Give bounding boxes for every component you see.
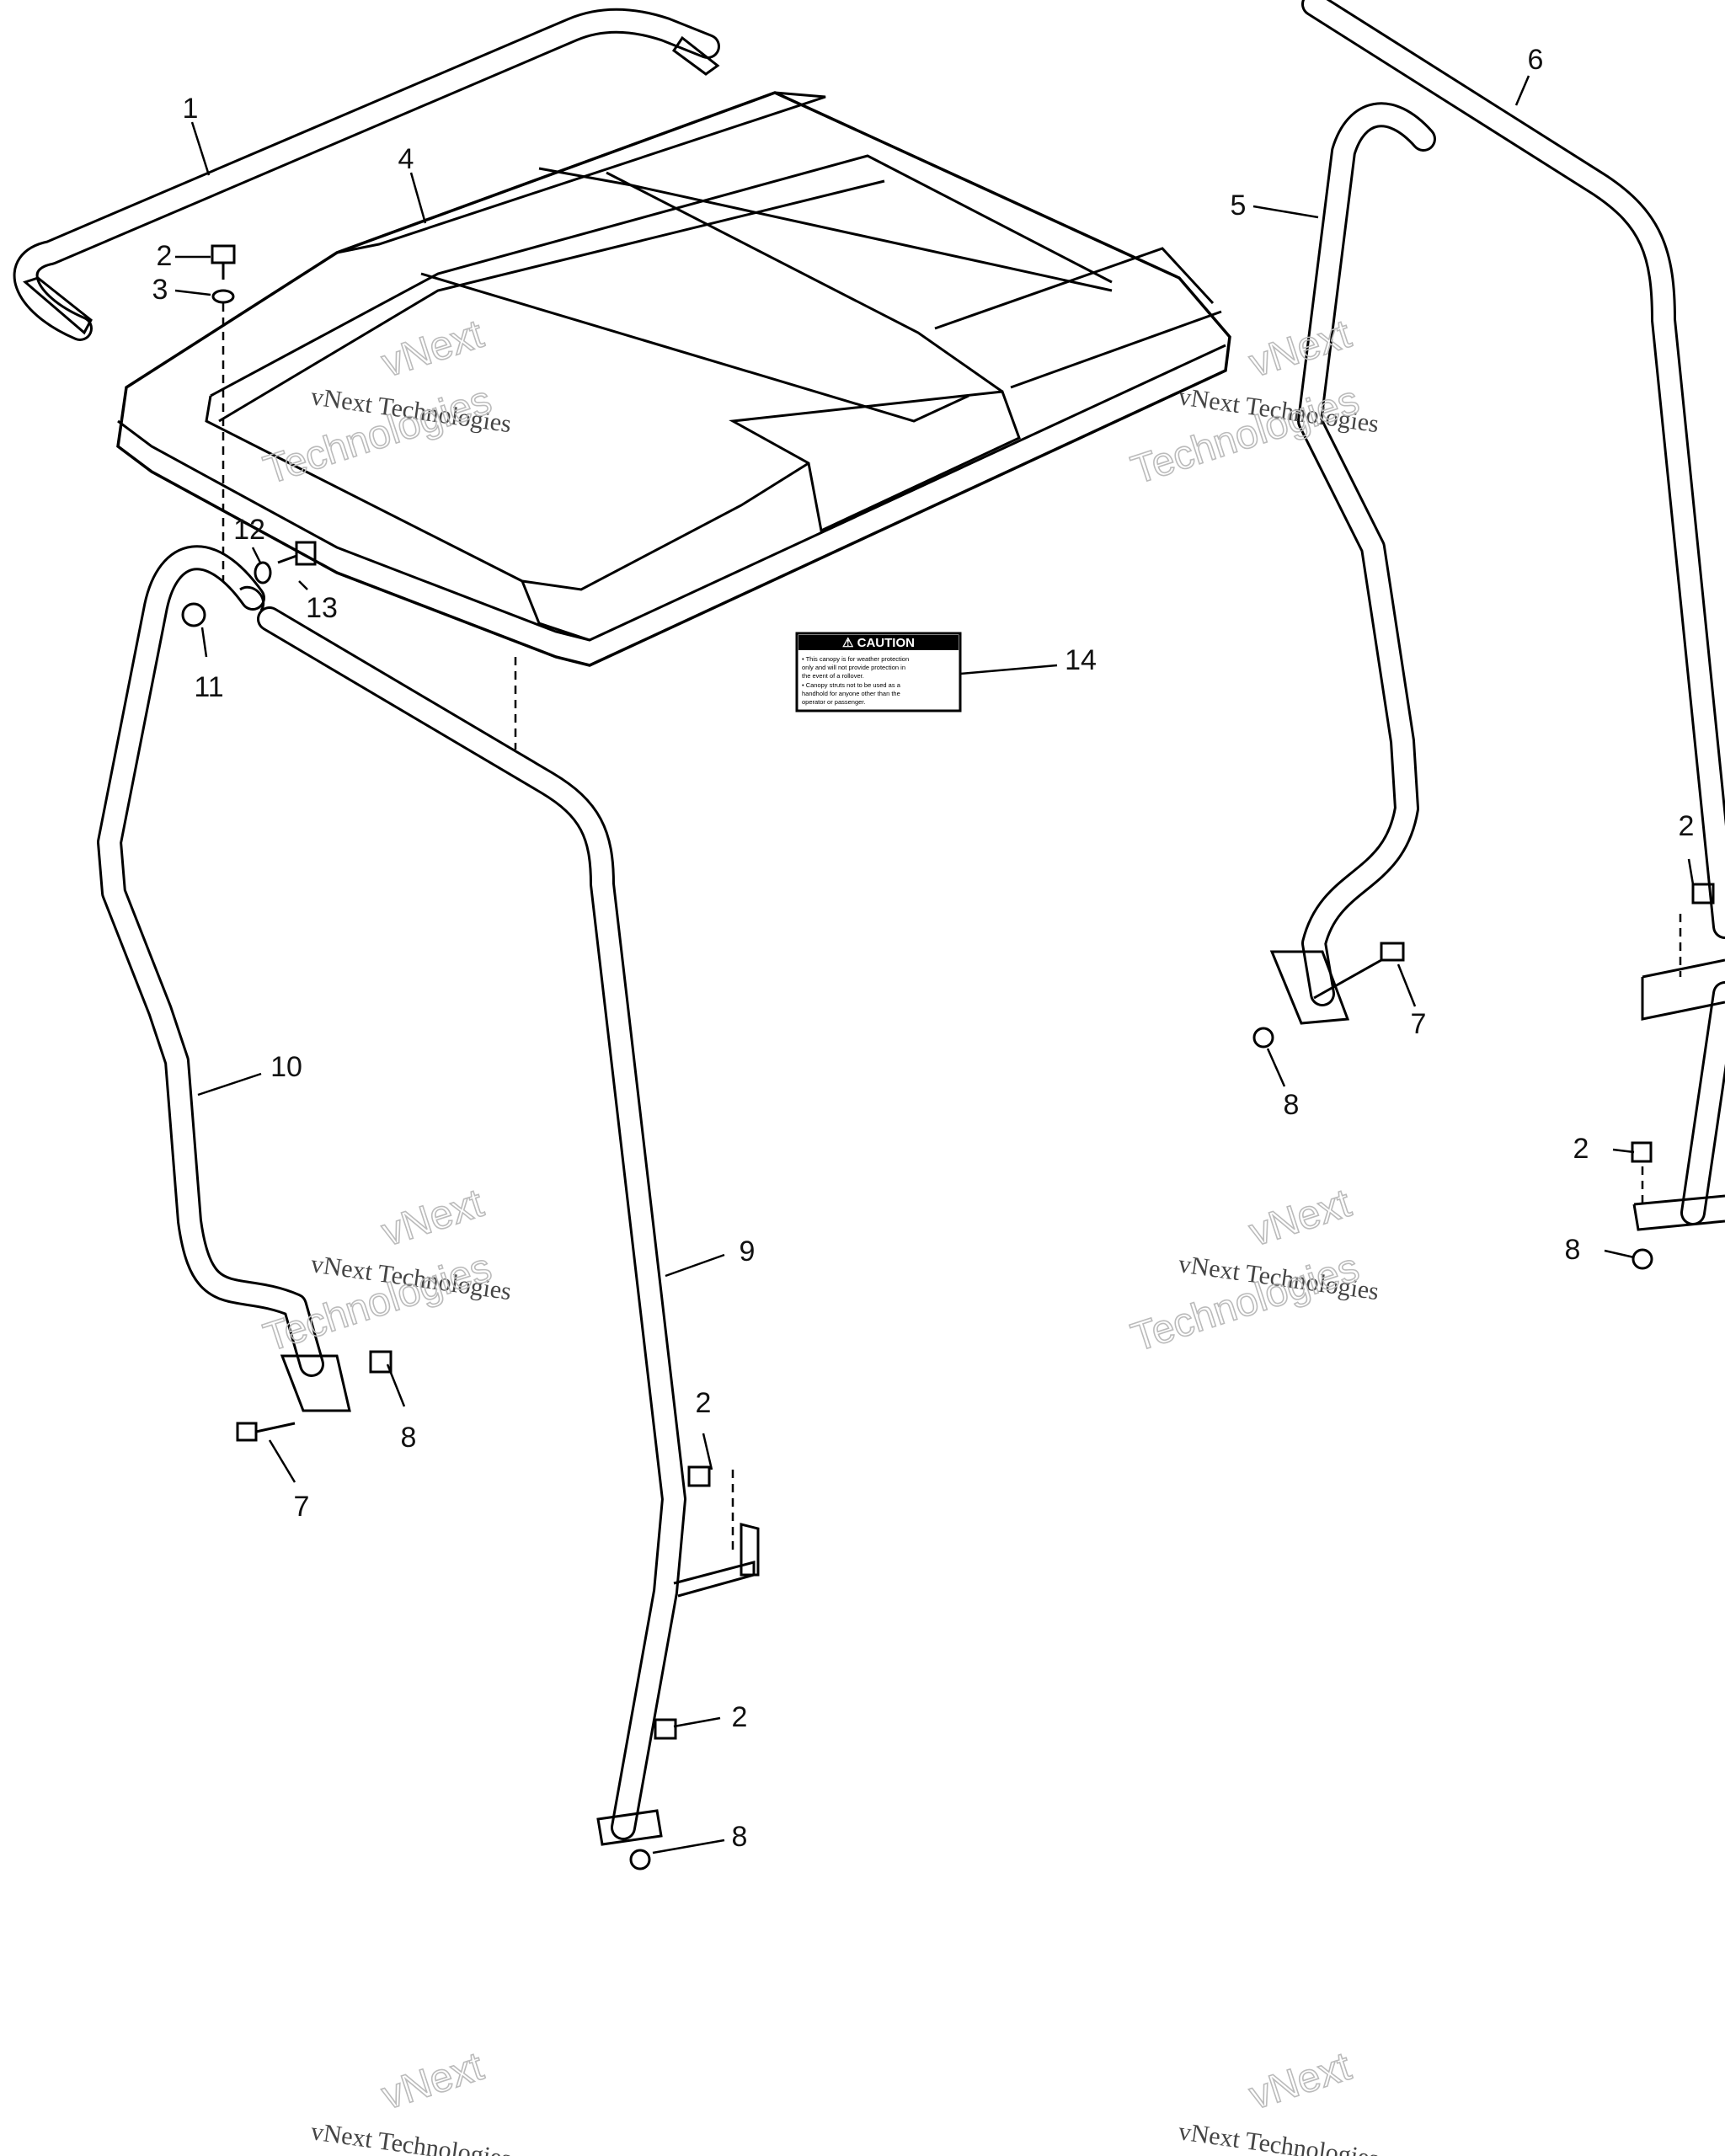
- svg-text:vNext: vNext: [377, 2044, 489, 2118]
- watermark-bottom-right: vNext vNext Technologies: [1177, 2043, 1381, 2156]
- callout-3: 3: [152, 274, 168, 306]
- callout-8-lower: 8: [732, 1821, 748, 1853]
- bolt-head-2: [211, 244, 236, 264]
- part-4-canopy-roof: [116, 91, 1231, 667]
- caution-line-3: the event of a rollover.: [802, 672, 864, 680]
- callout-2-far-right: 2: [1573, 1133, 1589, 1165]
- watermark-mid-right: vNext vNext Technologies Technologies: [1125, 1180, 1381, 1361]
- watermark-top-left: vNext vNext Technologies Technologies: [258, 311, 513, 494]
- nut-11: [181, 602, 206, 627]
- caution-line-1: • This canopy is for weather protection: [802, 655, 909, 663]
- svg-text:vNext: vNext: [1244, 312, 1356, 386]
- nut-8b: [369, 1350, 393, 1374]
- part-9-right-strut: [257, 606, 760, 1846]
- callout-7-right: 7: [1411, 1008, 1427, 1040]
- svg-text:vNext: vNext: [1244, 1181, 1356, 1255]
- bolt-head-2e: [1691, 883, 1715, 905]
- callout-2-mid: 2: [696, 1387, 712, 1419]
- nut-8d: [1632, 1248, 1653, 1270]
- callout-4: 4: [398, 143, 414, 175]
- svg-text:vNext: vNext: [377, 1181, 489, 1255]
- caution-heading: ⚠ CAUTION: [842, 636, 915, 650]
- assembly-lines: [222, 303, 1682, 1550]
- caution-line-5: handhold for anyone other than the: [802, 690, 900, 697]
- washer-12: [254, 561, 272, 584]
- bolt-head-13: [295, 541, 317, 566]
- callout-labels: 1 2 3 4 5 6 12 13 11 14 2 7 8 10 9 2 8 7…: [152, 44, 1695, 1853]
- callout-2-right: 2: [1679, 810, 1695, 842]
- socket-fitting: [239, 585, 265, 611]
- callout-11: 11: [194, 671, 223, 703]
- part-10-left-strut: [97, 545, 351, 1412]
- callout-8-right: 8: [1284, 1089, 1300, 1121]
- nut-8a: [1252, 1027, 1274, 1049]
- callout-9: 9: [740, 1235, 756, 1267]
- callout-14: 14: [1065, 644, 1097, 676]
- callout-5: 5: [1231, 189, 1247, 221]
- callout-8-left: 8: [401, 1422, 417, 1454]
- nut-8c: [629, 1849, 651, 1870]
- caution-line-2: only and will not provide protection in: [802, 664, 905, 671]
- callout-2: 2: [157, 240, 173, 272]
- bolt-head-7b: [236, 1422, 258, 1442]
- svg-text:vNext Technologies: vNext Technologies: [309, 2117, 513, 2156]
- callout-6: 6: [1528, 44, 1544, 76]
- watermark-bottom-left: vNext vNext Technologies: [309, 2043, 513, 2156]
- bolt-head-2c: [687, 1465, 711, 1487]
- callout-12: 12: [233, 514, 265, 546]
- part-5-rear-left-strut: [1269, 102, 1436, 1025]
- svg-text:vNext Technologies: vNext Technologies: [1177, 2117, 1381, 2156]
- washer-3: [211, 289, 235, 304]
- part-14-caution-decal: ⚠ CAUTION • This canopy is for weather p…: [795, 632, 962, 712]
- hardware: [181, 244, 1715, 1870]
- caution-line-4: • Canopy struts not to be used as a: [802, 681, 901, 689]
- callout-10: 10: [270, 1051, 302, 1083]
- svg-text:vNext: vNext: [1244, 2044, 1356, 2118]
- bolt-head-2d: [654, 1718, 677, 1740]
- callout-2-lower: 2: [732, 1701, 748, 1733]
- callout-1: 1: [183, 93, 199, 125]
- caution-line-6: operator or passenger.: [802, 698, 865, 706]
- callout-13: 13: [306, 592, 338, 624]
- svg-text:vNext: vNext: [377, 312, 489, 386]
- bolt-head-7a: [1380, 942, 1405, 962]
- part-1-front-rail: [13, 8, 720, 341]
- callout-7-left: 7: [294, 1491, 310, 1523]
- watermark-mid-left: vNext vNext Technologies Technologies: [258, 1180, 513, 1361]
- bolt-head-2f: [1631, 1141, 1653, 1163]
- leader-lines: [174, 75, 1695, 1854]
- callout-8-far-right: 8: [1565, 1234, 1581, 1266]
- part-6-rear-top-rail: [1301, 0, 1725, 1231]
